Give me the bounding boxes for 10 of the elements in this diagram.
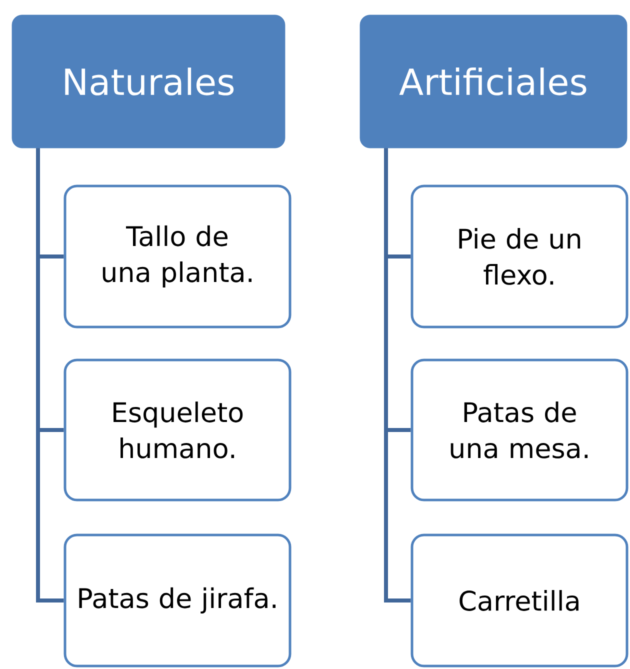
item-box: Patas de jirafa. (64, 534, 292, 668)
connector-line (384, 148, 411, 602)
category-box: Artificiales (360, 14, 628, 148)
item-box: Carretilla (410, 534, 628, 668)
connector-line (36, 148, 64, 602)
item-box: Patas de una mesa. (410, 358, 628, 502)
item-box: Esqueleto humano. (64, 358, 292, 502)
item-box: Pie de un flexo. (410, 184, 628, 328)
item-box: Tallo de una planta. (64, 184, 292, 328)
category-box: Naturales (12, 14, 286, 148)
